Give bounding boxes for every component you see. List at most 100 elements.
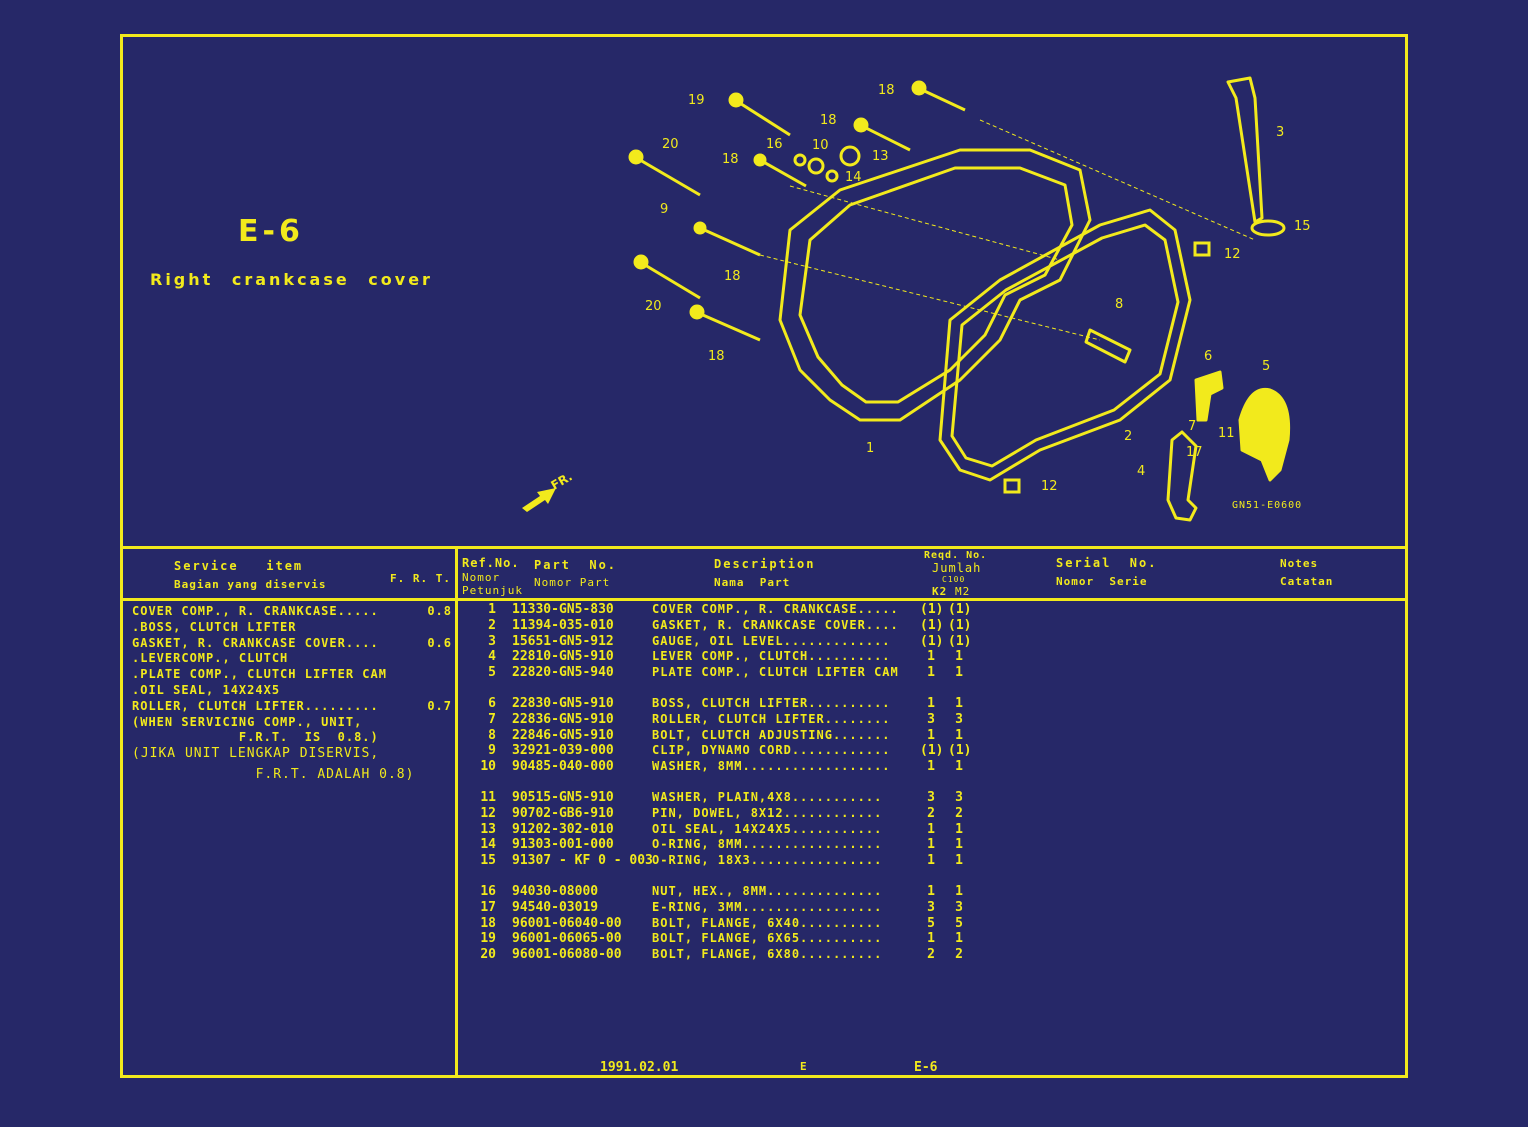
qty-m2: 5 bbox=[955, 915, 963, 931]
part-number: 94030-08000 bbox=[512, 883, 599, 899]
front-arrow-icon: FR. bbox=[522, 470, 575, 512]
lifter-boss bbox=[1194, 370, 1224, 422]
part-description: WASHER, PLAIN,4X8........... bbox=[652, 789, 883, 804]
svg-text:18: 18 bbox=[820, 113, 837, 128]
qty-k2: 1 bbox=[927, 883, 935, 899]
qty-m2: 2 bbox=[955, 947, 963, 963]
qty-m2: 3 bbox=[955, 899, 963, 915]
m2-header: M2 bbox=[955, 585, 971, 598]
part-description: BOLT, CLUTCH ADJUSTING....... bbox=[652, 727, 891, 742]
qty-m2: 1 bbox=[955, 883, 963, 899]
part-ref-no: 14 bbox=[480, 837, 496, 853]
part-number: 22830-GN5-910 bbox=[512, 695, 614, 711]
bolts bbox=[628, 80, 1211, 494]
part-ref-no: 16 bbox=[480, 883, 496, 899]
svg-text:18: 18 bbox=[722, 152, 739, 167]
service-item-list: COVER COMP., R. CRANKCASE.....0.8.BOSS, … bbox=[132, 604, 452, 788]
service-item-row: .PLATE COMP., CLUTCH LIFTER CAM bbox=[132, 667, 452, 683]
notes-header: Notes bbox=[1280, 557, 1319, 570]
svg-text:12: 12 bbox=[1224, 247, 1241, 262]
qty-m2: 1 bbox=[955, 695, 963, 711]
service-item-name: .LEVERCOMP., CLUTCH bbox=[132, 651, 289, 666]
part-number: 15651-GN5-912 bbox=[512, 633, 614, 649]
service-item-row: .LEVERCOMP., CLUTCH bbox=[132, 651, 452, 667]
part-number: 90485-040-000 bbox=[512, 759, 614, 775]
service-item-name: .PLATE COMP., CLUTCH LIFTER CAM bbox=[132, 667, 387, 682]
service-item-row: .OIL SEAL, 14X24X5 bbox=[132, 683, 452, 699]
service-item-frt: 0.8 bbox=[427, 604, 452, 618]
serial-no-header-id: Nomor Serie bbox=[1056, 575, 1148, 588]
qty-m2: (1) bbox=[948, 602, 972, 617]
service-item-row: ROLLER, CLUTCH LIFTER.........0.7 bbox=[132, 699, 452, 715]
ref-no-header-id-2: Petunjuk bbox=[462, 584, 523, 597]
notes-header-id: Catatan bbox=[1280, 575, 1334, 588]
part-ref-no: 9 bbox=[488, 743, 496, 759]
exploded-diagram: 19 18 18 16 10 13 14 18 20 9 18 20 18 3 … bbox=[628, 76, 1311, 522]
svg-text:18: 18 bbox=[708, 349, 725, 364]
svg-text:2: 2 bbox=[1124, 429, 1132, 444]
qty-k2: 1 bbox=[927, 649, 935, 665]
qty-k2: 1 bbox=[927, 837, 935, 853]
part-description: LEVER COMP., CLUTCH.......... bbox=[652, 649, 891, 664]
qty-m2: 1 bbox=[955, 931, 963, 947]
footer-section: E bbox=[800, 1060, 807, 1073]
svg-text:20: 20 bbox=[662, 137, 679, 152]
part-ref-no: 1 bbox=[488, 602, 496, 617]
service-item-header: Service item bbox=[174, 559, 304, 573]
part-description: NUT, HEX., 8MM.............. bbox=[652, 883, 883, 898]
gasket-outline bbox=[938, 208, 1192, 482]
column-divider bbox=[455, 546, 458, 1078]
qty-m2: 1 bbox=[955, 649, 963, 665]
diagram-divider bbox=[120, 546, 1408, 549]
qty-m2: (1) bbox=[948, 743, 972, 759]
service-item-name: (JIKA UNIT LENGKAP DISERVIS, bbox=[132, 746, 380, 762]
qty-m2: 3 bbox=[955, 789, 963, 805]
service-item-row: F.R.T. ADALAH 0.8) bbox=[132, 767, 452, 788]
svg-text:12: 12 bbox=[1041, 479, 1058, 494]
service-item-name: COVER COMP., R. CRANKCASE..... bbox=[132, 604, 379, 618]
part-no-header-id: Nomor Part bbox=[534, 576, 611, 589]
part-ref-no: 13 bbox=[480, 821, 496, 837]
reqd-no-header-id: Jumlah bbox=[932, 561, 982, 575]
part-number: 22810-GN5-910 bbox=[512, 649, 614, 665]
part-description: OIL SEAL, 14X24X5........... bbox=[652, 821, 883, 836]
adjust-bolt bbox=[1084, 328, 1132, 364]
o-ring-15 bbox=[1250, 219, 1286, 237]
qty-k2: (1) bbox=[920, 602, 944, 617]
part-ref-no: 19 bbox=[480, 931, 496, 947]
part-description: O-RING, 8MM................. bbox=[652, 837, 883, 852]
qty-k2: (1) bbox=[920, 617, 944, 633]
qty-k2: (1) bbox=[920, 633, 944, 649]
part-ref-no: 10 bbox=[480, 759, 496, 775]
svg-text:18: 18 bbox=[878, 83, 895, 98]
svg-text:19: 19 bbox=[688, 93, 705, 108]
qty-k2: 2 bbox=[927, 947, 935, 963]
part-number: 22820-GN5-940 bbox=[512, 665, 614, 681]
part-number: 96001-06065-00 bbox=[512, 931, 622, 947]
c100-header: C100 bbox=[942, 575, 966, 584]
part-description: PIN, DOWEL, 8X12............ bbox=[652, 805, 883, 820]
part-ref-no: 12 bbox=[480, 805, 496, 821]
svg-text:15: 15 bbox=[1294, 219, 1311, 234]
part-number: 91202-302-010 bbox=[512, 821, 614, 837]
part-number: 90702-GB6-910 bbox=[512, 805, 614, 821]
front-marker-label: FR. bbox=[549, 470, 575, 493]
qty-m2: 3 bbox=[955, 711, 963, 727]
svg-text:13: 13 bbox=[872, 149, 889, 164]
svg-text:20: 20 bbox=[645, 299, 662, 314]
part-ref-no: 18 bbox=[480, 915, 496, 931]
part-number: 96001-06040-00 bbox=[512, 915, 622, 931]
part-no-header: Part No. bbox=[534, 558, 618, 572]
part-ref-no: 17 bbox=[480, 899, 496, 915]
part-ref-no: 7 bbox=[488, 711, 496, 727]
crankcase-cover-inner bbox=[798, 166, 1074, 404]
reqd-no-header: Reqd. No. bbox=[924, 550, 988, 561]
serial-no-header: Serial No. bbox=[1056, 556, 1158, 570]
ref-no-header: Ref.No. bbox=[462, 556, 520, 570]
qty-k2: 3 bbox=[927, 711, 935, 727]
qty-k2: 1 bbox=[927, 821, 935, 837]
part-ref-no: 4 bbox=[488, 649, 496, 665]
part-ref-no: 2 bbox=[488, 617, 496, 633]
service-item-name: (WHEN SERVICING COMP., UNIT, bbox=[132, 714, 363, 729]
qty-k2: 1 bbox=[927, 853, 935, 869]
